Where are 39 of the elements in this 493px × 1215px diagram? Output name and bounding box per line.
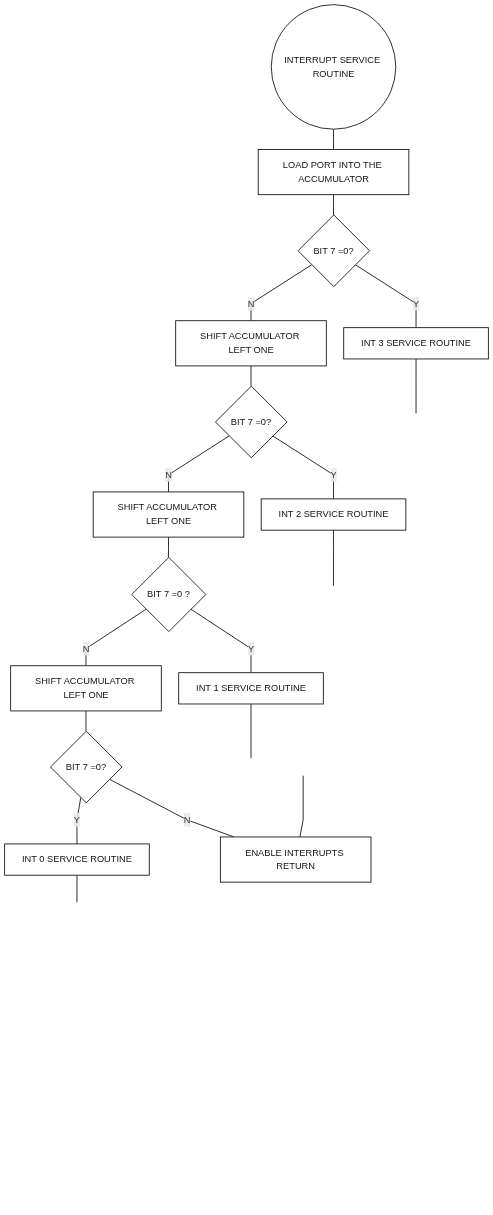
connector [333,128,334,150]
connector [415,358,417,414]
connector [168,536,169,558]
node-box: INT 1 SERVICE ROUTINE [178,672,324,705]
connector [250,703,252,759]
node-box: SHIFT ACCUMULATOR LEFT ONE [10,665,162,712]
connector [190,608,252,674]
connector [250,264,313,322]
node-box: SHIFT ACCUMULATOR LEFT ONE [92,491,245,538]
node-box: LOAD PORT INTO THE ACCUMULATOR [257,149,410,196]
connector [272,435,334,500]
node-diamond: BIT 7 =0? [215,385,288,459]
connector [76,874,78,903]
node-box: SHIFT ACCUMULATOR LEFT ONE [175,320,327,367]
node-diamond: BIT 7 =0 ? [131,556,207,632]
node-diamond: BIT 7 =0? [297,214,371,287]
connector [76,797,82,845]
connector [85,710,87,732]
connector [299,775,304,838]
node-circle: INTERRUPT SERVICE ROUTINE [270,4,397,130]
node-box: INT 3 SERVICE ROUTINE [343,327,489,360]
connector [354,264,417,329]
edge-label: Y [247,643,255,654]
edge-label: Y [412,298,420,309]
connector [85,608,147,667]
edge-label: N [247,298,255,309]
edge-label: Y [73,814,81,825]
connector [250,365,252,387]
connector [168,435,230,493]
edge-label: Y [330,469,337,480]
edge-label: N [82,643,90,654]
connector [333,194,334,216]
edge-label: N [165,469,172,480]
edge-label: N [183,814,191,825]
connector [333,529,334,587]
node-box: ENABLE INTERRUPTS RETURN [219,836,372,883]
node-box: INT 0 SERVICE ROUTINE [4,843,150,876]
node-diamond: BIT 7 =0? [50,730,123,804]
node-box: INT 2 SERVICE ROUTINE [260,498,407,531]
